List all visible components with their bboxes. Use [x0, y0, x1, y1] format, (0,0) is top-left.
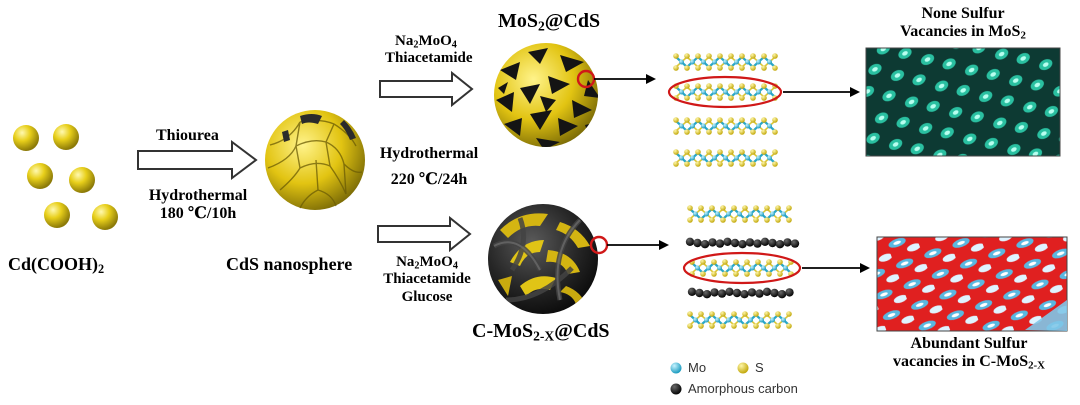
cds-nanosphere	[265, 110, 365, 210]
mos2-layer	[689, 259, 794, 277]
step1-condition-method: Hydrothermal	[148, 187, 248, 204]
upper-result-label: None Sulfur Vacancies in MoS2	[866, 5, 1060, 42]
c-mos2x-layer-stack	[685, 205, 800, 329]
mos2-layer	[673, 83, 778, 101]
mos2-layer-stack	[673, 53, 778, 167]
step1-condition-temp: 180 ℃/10h	[159, 205, 237, 223]
upper-reagents: Na2MoO4 Thiacetamide	[385, 33, 473, 68]
legend-mo-dot	[670, 362, 682, 374]
mos2-layer	[687, 311, 792, 329]
upper-reagent-na2moo4: Na2MoO4	[395, 33, 457, 51]
precursor-balls	[13, 124, 118, 230]
precursor-label: Cd(COOH)2	[8, 254, 105, 277]
lower-product-label: C-MoS2-X@CdS	[472, 320, 610, 344]
upper-branch-arrow	[379, 70, 474, 108]
precursor-ball	[92, 204, 118, 230]
mid-condition-method: Hydrothermal	[379, 145, 479, 162]
upper-tem-image	[865, 47, 1061, 157]
mos2-layer	[687, 205, 792, 223]
intermediate-label: CdS nanosphere	[226, 254, 353, 274]
carbon-layer	[685, 237, 800, 249]
step1-conditions: Hydrothermal 180 ℃/10h	[138, 187, 258, 224]
lower-branch-arrow	[377, 215, 472, 253]
legend-mo-label: Mo	[688, 360, 707, 375]
mid-conditions: Hydrothermal 220 ℃/24h	[374, 145, 484, 190]
legend-s-dot	[737, 362, 749, 374]
upper-layer-highlight	[667, 75, 783, 109]
legend-s-label: S	[755, 360, 764, 375]
legend-carbon-dot	[670, 383, 682, 395]
lower-result-label: Abundant Sulfur vacancies in C-MoS2-X	[862, 335, 1076, 372]
lower-result-line1: Abundant Sulfur	[910, 335, 1028, 352]
lower-layer-highlight	[682, 251, 802, 285]
precursor-ball	[69, 167, 95, 193]
lower-tem-image	[876, 236, 1068, 332]
mos2-layer	[673, 117, 778, 135]
upper-result-line1: None Sulfur	[921, 5, 1005, 22]
step1-reagent: Thiourea	[156, 127, 219, 144]
lower-reagent-na2moo4: Na2MoO4	[396, 254, 458, 272]
precursor-ball	[13, 125, 39, 151]
precursor-ball	[44, 202, 70, 228]
lower-reagents: Na2MoO4 Thiacetamide Glucose	[372, 254, 482, 306]
mid-condition-temp: 220 ℃/24h	[390, 171, 468, 189]
lower-reagent-thiacetamide: Thiacetamide	[383, 271, 471, 288]
c-mos2x-cds-sphere	[488, 204, 609, 314]
upper-reagent-thiacetamide: Thiacetamide	[385, 50, 473, 67]
carbon-layer	[687, 287, 794, 299]
upper-product-label: MoS2@CdS	[498, 10, 601, 34]
lower-result-line2: vacancies in C-MoS2-X	[892, 353, 1046, 373]
upper-result-line2: Vacancies in MoS2	[900, 23, 1026, 43]
mos2-layer	[673, 53, 778, 71]
step1-arrow	[137, 140, 258, 180]
precursor-ball	[27, 163, 53, 189]
mos2-layer	[673, 149, 778, 167]
mos2-cds-sphere	[494, 43, 598, 147]
legend-carbon-label: Amorphous carbon	[688, 381, 798, 396]
lower-reagent-glucose: Glucose	[401, 288, 453, 305]
precursor-ball	[53, 124, 79, 150]
